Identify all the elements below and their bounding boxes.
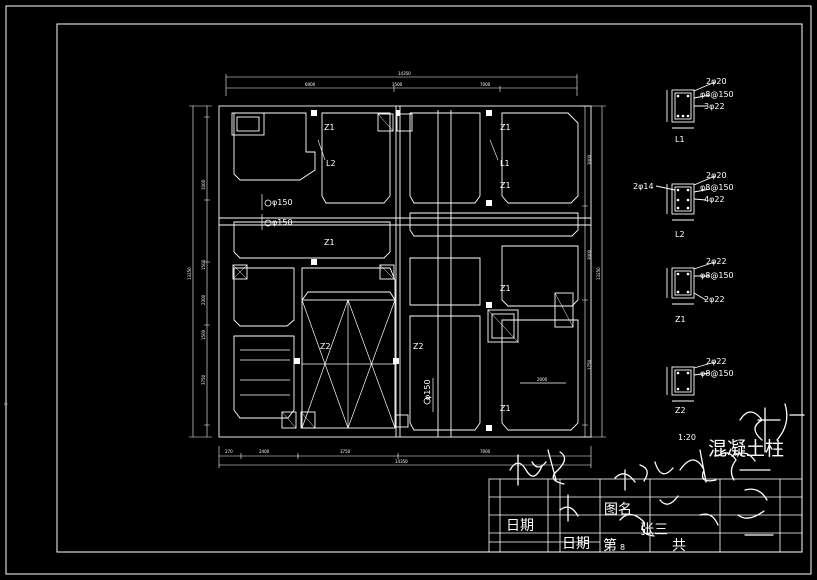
dim-left-total: 13250 xyxy=(187,267,192,280)
dim-bottom-seg: 7000 xyxy=(480,449,491,454)
title-sheet-label: 第 xyxy=(603,537,617,554)
dim-left-seg: 1500 xyxy=(201,329,206,340)
section-z1-top: 2φ22 xyxy=(706,257,727,266)
title-date-label: 日期 xyxy=(506,518,534,534)
rebar-note: φ150 xyxy=(272,218,293,227)
dim-top-seg: 7000 xyxy=(480,82,491,87)
column-label: Z2 xyxy=(320,342,331,351)
dim-right-total: 13250 xyxy=(596,267,601,280)
column-label: Z1 xyxy=(500,123,511,132)
inner-dimension: 2000 xyxy=(537,377,548,382)
section-z2-stirrup: φ8@150 xyxy=(700,369,734,378)
dimension-lines xyxy=(189,74,606,468)
dim-bottom-seg: 2400 xyxy=(259,449,270,454)
section-z1-bottom: 2φ22 xyxy=(704,295,725,304)
section-l1-top: 2φ20 xyxy=(706,77,727,86)
dim-right-seg: 1750 xyxy=(587,359,592,370)
section-l2-stirrup: φ8@150 xyxy=(700,183,734,192)
dim-bottom-seg: 3750 xyxy=(340,449,351,454)
drawing-frame xyxy=(56,23,803,553)
dim-bottom-seg: 270 xyxy=(225,449,233,454)
column-label: Z1 xyxy=(500,284,511,293)
column-label: Z1 xyxy=(500,404,511,413)
rebar-note: φ150 xyxy=(272,198,293,207)
dim-bottom-total: 14350 xyxy=(395,459,408,464)
handwriting-drafter: 张三 xyxy=(640,522,668,538)
column-label: Z1 xyxy=(500,181,511,190)
rebar-note: φ150 xyxy=(423,379,432,400)
dim-top-total: 14350 xyxy=(398,71,411,76)
dim-left-seg: 3750 xyxy=(201,374,206,385)
section-l2-side: 2φ14 xyxy=(633,182,654,191)
svg-text:○: ○ xyxy=(4,401,8,406)
title-sheet-number: 8 xyxy=(620,543,625,552)
dim-left-seg: 1000 xyxy=(201,179,206,190)
handwriting-scale: 1:20 xyxy=(678,433,696,442)
dim-top-seg: 3500 xyxy=(392,82,403,87)
section-l1-bottom: 3φ22 xyxy=(704,102,725,111)
plan-columns xyxy=(294,110,492,431)
title-drawing-name-label: 图名 xyxy=(604,502,632,518)
title-total-label: 共 xyxy=(672,538,686,554)
handwritten-signature xyxy=(509,403,805,537)
dim-right-seg: 3000 xyxy=(587,249,592,260)
beam-label: L1 xyxy=(500,159,510,168)
section-l1-label: L1 xyxy=(675,135,685,144)
dim-left-seg: 1500 xyxy=(201,259,206,270)
column-label: Z1 xyxy=(324,238,335,247)
section-z1-label: Z1 xyxy=(675,315,686,324)
dim-right-seg: 3000 xyxy=(587,154,592,165)
section-z2-top: 2φ22 xyxy=(706,357,727,366)
dim-left-seg: 2300 xyxy=(201,294,206,305)
column-label: Z2 xyxy=(413,342,424,351)
section-l2-label: L2 xyxy=(675,230,685,239)
dim-top-seg: 6900 xyxy=(305,82,316,87)
sheet-border xyxy=(5,5,812,575)
column-label: Z1 xyxy=(324,123,335,132)
section-z1-stirrup: φ8@150 xyxy=(700,271,734,280)
section-l1-stirrup: φ8@150 xyxy=(700,90,734,99)
handwriting-signature: 混凝土柱 xyxy=(708,438,784,460)
beam-label: L2 xyxy=(326,159,336,168)
section-l2-top: 2φ20 xyxy=(706,171,727,180)
section-l2-bottom: 4φ22 xyxy=(704,195,725,204)
title-date-label: 日期 xyxy=(562,536,590,552)
slab-outline xyxy=(218,105,592,438)
section-z2-label: Z2 xyxy=(675,406,686,415)
title-block xyxy=(488,478,803,553)
section-details xyxy=(655,81,716,402)
floor-plan xyxy=(218,105,592,438)
